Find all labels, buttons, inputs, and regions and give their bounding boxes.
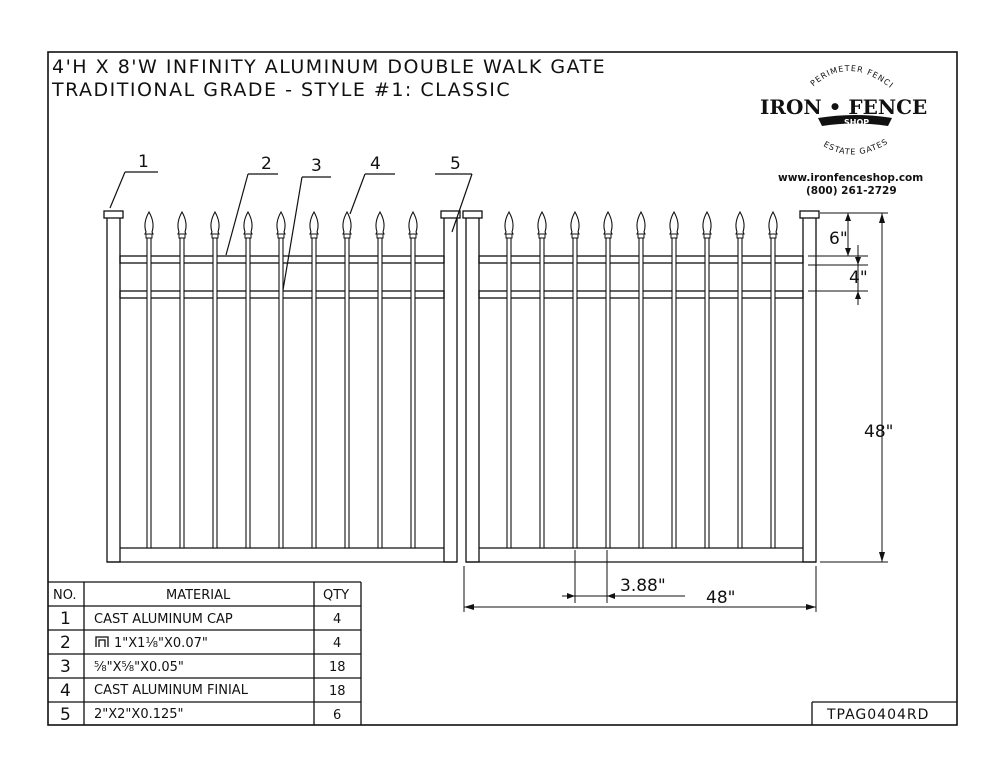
right-post <box>802 216 817 563</box>
picket-with-finial <box>636 210 646 549</box>
picket-with-finial <box>342 210 352 549</box>
picket-with-finial <box>768 210 778 549</box>
callout-2: 2 <box>261 154 272 174</box>
bom-header-qty: QTY <box>323 588 349 603</box>
post-cap <box>462 210 483 219</box>
bom-row-4-material: CAST ALUMINUM FINIAL <box>94 683 249 698</box>
dim-leaf-width: 48" <box>706 588 735 608</box>
logo-sub: SHOP <box>844 118 869 127</box>
bom-row-1-qty: 4 <box>333 612 341 627</box>
post-cap <box>799 210 820 219</box>
picket-with-finial <box>276 210 286 549</box>
bom-row-3-no: 3 <box>60 657 71 677</box>
picket-with-finial <box>243 210 253 549</box>
dim-rail-spacing: 4" <box>849 268 868 288</box>
callout-3: 3 <box>311 156 322 176</box>
callout-5: 5 <box>450 154 461 174</box>
logo-arc-bottom: ESTATE GATES <box>822 137 890 157</box>
sheet-border <box>47 51 958 726</box>
picket-with-finial <box>702 210 712 549</box>
channel-icon <box>95 636 109 647</box>
picket-with-finial <box>177 210 187 549</box>
callout-4: 4 <box>370 154 381 174</box>
logo-name: IRON • FENCE <box>760 95 927 119</box>
picket-with-finial <box>144 210 154 549</box>
center-post-left <box>443 216 458 563</box>
bom-row-5-material: 2"X2"X0.125" <box>94 707 184 722</box>
title-line-1: 4'H X 8'W INFINITY ALUMINUM DOUBLE WALK … <box>52 56 606 78</box>
bom-row-4-no: 4 <box>60 681 71 701</box>
logo-url: www.ironfenceshop.com <box>778 172 923 184</box>
bom-row-5-no: 5 <box>60 705 71 725</box>
dim-gate-height: 48" <box>864 422 893 442</box>
bom-row-1-material: CAST ALUMINUM CAP <box>94 612 233 627</box>
post-cap <box>440 210 461 219</box>
bom-row-2-material: 1"X1⅛"X0.07" <box>114 636 208 651</box>
picket-with-finial <box>735 210 745 549</box>
picket-with-finial <box>537 210 547 549</box>
bom-table-grid <box>48 581 957 725</box>
picket-with-finial <box>570 210 580 549</box>
bom-row-3-material: ⅝"X⅝"X0.05" <box>94 660 184 675</box>
picket-with-finial <box>504 210 514 549</box>
picket-with-finial <box>669 210 679 549</box>
callouts <box>109 171 473 291</box>
callout-1: 1 <box>138 152 149 172</box>
title-line-2: TRADITIONAL GRADE - STYLE #1: CLASSIC <box>51 79 511 101</box>
picket-with-finial <box>408 210 418 549</box>
dim-picket-spacing: 3.88" <box>620 576 666 596</box>
picket-with-finial <box>375 210 385 549</box>
bom-row-2-qty: 4 <box>333 636 341 651</box>
bom-row-4-qty: 18 <box>329 684 346 699</box>
picket-with-finial <box>309 210 319 549</box>
logo-banner <box>818 115 892 126</box>
pickets <box>144 210 778 549</box>
left-post <box>106 216 121 563</box>
dimension-arrows <box>464 213 885 610</box>
bom-row-3-qty: 18 <box>329 660 346 675</box>
bom-row-2-no: 2 <box>60 633 71 653</box>
bom-header-material: MATERIAL <box>166 588 231 603</box>
center-post-right <box>465 216 480 563</box>
logo-phone: (800) 261-2729 <box>806 185 897 197</box>
picket-with-finial <box>210 210 220 549</box>
bom-header-no: NO. <box>53 588 77 603</box>
picket-with-finial <box>603 210 613 549</box>
post-cap <box>103 210 124 219</box>
bom-row-1-no: 1 <box>60 609 71 629</box>
drawing-code: TPAG0404RD <box>826 707 929 723</box>
bom-row-5-qty: 6 <box>333 708 341 723</box>
dim-picket-extension: 6" <box>829 229 848 249</box>
